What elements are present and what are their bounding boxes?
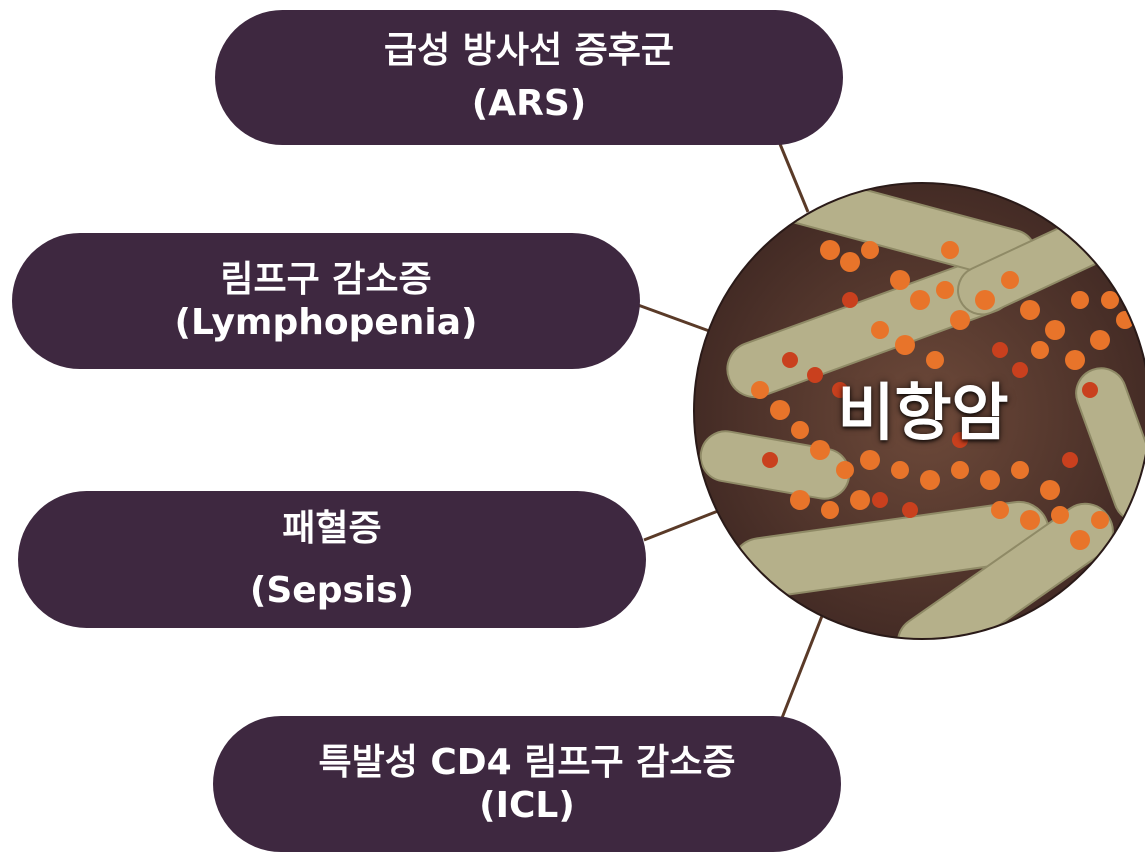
node-lymphopenia-title: 림프구 감소증	[220, 258, 431, 301]
node-icl-abbr: (ICL)	[479, 784, 575, 827]
node-ars-abbr: (ARS)	[472, 78, 586, 130]
node-ars-title: 급성 방사선 증후군	[384, 25, 674, 77]
node-icl-title: 특발성 CD4 림프구 감소증	[318, 741, 735, 784]
node-lymphopenia-abbr: (Lymphopenia)	[175, 301, 478, 344]
node-sepsis-abbr: (Sepsis)	[250, 560, 414, 621]
node-sepsis-title: 패혈증	[282, 498, 381, 559]
center-label: 비항암	[808, 362, 1038, 452]
node-sepsis: 패혈증 (Sepsis)	[18, 491, 646, 628]
node-ars: 급성 방사선 증후군 (ARS)	[215, 10, 843, 145]
node-lymphopenia: 림프구 감소증 (Lymphopenia)	[12, 233, 640, 369]
node-icl: 특발성 CD4 림프구 감소증 (ICL)	[213, 716, 841, 852]
